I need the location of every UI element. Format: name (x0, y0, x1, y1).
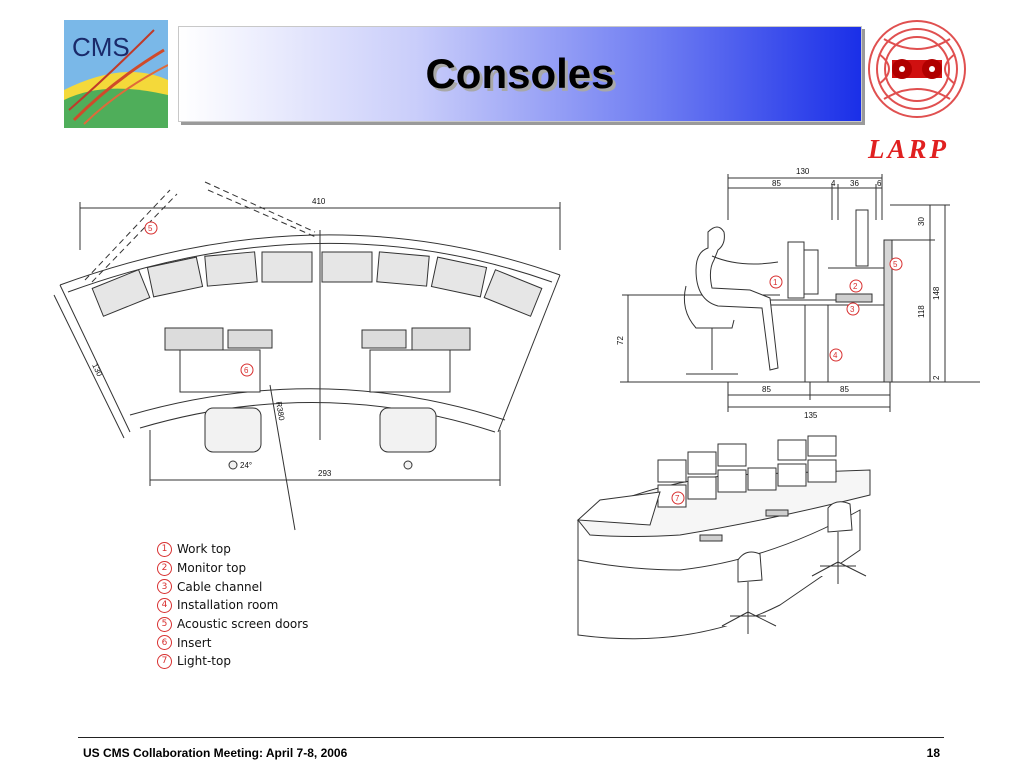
isometric-view-drawing: 7 (576, 435, 871, 640)
legend-item: 4 Installation room (157, 596, 357, 615)
side-dim-seat: 72 (616, 336, 625, 345)
side-dim-b: 4 (831, 179, 836, 188)
legend-label: Acoustic screen doors (177, 617, 309, 632)
side-dim-height-total: 148 (932, 286, 941, 300)
plan-callout-5: 5 (148, 224, 153, 233)
side-dim-height-mid: 118 (917, 305, 926, 318)
legend-label: Cable channel (177, 579, 263, 594)
legend-number: 3 (157, 579, 172, 595)
legend-number: 6 (157, 635, 172, 651)
legend-number: 1 (157, 541, 172, 557)
cms-logo: CMS (64, 20, 169, 128)
side-dim-d: 6 (877, 179, 882, 188)
side-callout-4: 4 (833, 351, 838, 360)
legend-item: 1 Work top (157, 540, 357, 559)
legend-label: Monitor top (177, 561, 247, 576)
side-callout-2: 2 (853, 282, 858, 291)
legend-label: Installation room (177, 598, 279, 613)
legend-number: 4 (157, 597, 172, 613)
larp-logo (864, 14, 970, 124)
legend-number: 7 (157, 653, 172, 669)
side-dim-bottom-a: 85 (762, 385, 771, 394)
legend-label: Light-top (177, 654, 231, 669)
footer-text: US CMS Collaboration Meeting: April 7-8,… (83, 746, 348, 760)
side-view-drawing: 130 85 4 36 6 30 118 148 2 72 85 85 135 … (616, 167, 980, 420)
side-dim-height-bottom: 2 (932, 375, 941, 380)
plan-dim-chord: 293 (318, 469, 332, 478)
side-dim-height-top: 30 (917, 217, 926, 226)
legend-label: Insert (177, 635, 212, 650)
plan-dim-side: 130 (90, 362, 104, 378)
footer-divider (78, 737, 944, 738)
side-dim-c: 36 (850, 179, 859, 188)
legend-item: 5 Acoustic screen doors (157, 615, 357, 634)
legend-number: 5 (157, 616, 172, 632)
side-dim-bottom-b: 85 (840, 385, 849, 394)
iso-callout-7: 7 (675, 494, 680, 503)
side-callout-3: 3 (850, 305, 855, 314)
cms-logo-text: CMS (72, 32, 130, 62)
plan-dim-angle: 24° (240, 461, 252, 470)
side-dim-bottom-total: 135 (804, 411, 818, 420)
legend-item: 6 Insert (157, 633, 357, 652)
legend-item: 7 Light-top (157, 652, 357, 671)
page-title: Consoles (425, 50, 615, 97)
title-bar: Consoles (178, 26, 862, 122)
side-dim-total: 130 (796, 167, 810, 176)
page-number: 18 (926, 746, 940, 760)
legend-item: 3 Cable channel (157, 577, 357, 596)
plan-callout-6: 6 (244, 366, 249, 375)
larp-logo-text: LARP (868, 134, 950, 164)
side-callout-1: 1 (773, 278, 778, 287)
side-dim-a: 85 (772, 179, 781, 188)
plan-dim-width: 410 (312, 197, 326, 206)
legend-label: Work top (177, 542, 231, 557)
side-callout-5: 5 (893, 260, 898, 269)
plan-dim-radius: R380 (274, 401, 286, 422)
legend-item: 2 Monitor top (157, 559, 357, 578)
legend-number: 2 (157, 560, 172, 576)
plan-view-drawing: 410 130 R380 24° 293 5 6 (53, 181, 561, 531)
